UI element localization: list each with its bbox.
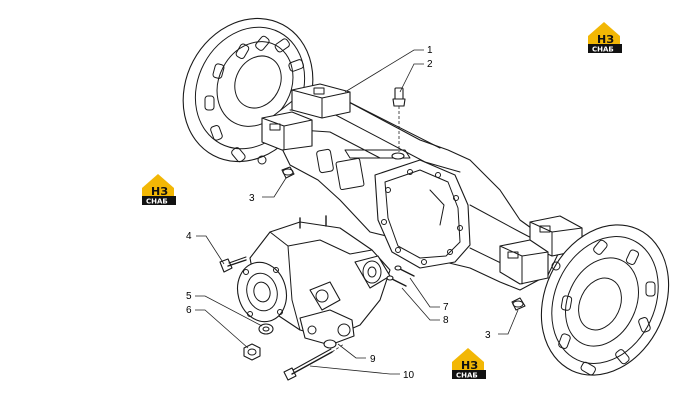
differential-carrier [237,215,391,346]
svg-text:НЗ: НЗ [597,33,614,46]
differential-housing-opening [374,159,471,269]
callout-4: 4 [186,231,192,242]
callout-10: 10 [403,370,415,381]
svg-text:СНАБ: СНАБ [456,372,478,380]
callout-3-left: 3 [249,193,255,204]
breather-fitting [391,87,406,160]
watermark-logo-bottom: НЗ СНАБ [452,348,486,380]
drain-plug-right [511,297,526,311]
svg-text:СНАБ: СНАБ [592,46,614,54]
callout-5: 5 [186,291,192,302]
bolt-4 [219,256,247,273]
right-flange [540,224,670,376]
callout-8: 8 [443,315,449,326]
watermark-logo-left: НЗ СНАБ [142,174,176,206]
drain-plug-left [281,166,295,179]
svg-text:НЗ: НЗ [151,185,168,198]
leader-lines [195,49,519,375]
right-spring-pad [499,215,583,285]
stud-8 [386,275,407,287]
watermark-logo-top-right: НЗ СНАБ [588,22,622,54]
svg-text:СНАБ: СНАБ [146,198,168,206]
callout-1: 1 [427,45,433,56]
callout-9: 9 [370,354,376,365]
left-spring-pad [261,83,351,151]
callout-labels: 1 2 3 3 4 5 6 7 8 9 10 [186,45,491,381]
nut-9 [323,339,337,349]
callout-3-right: 3 [485,330,491,341]
nut-5 [258,323,274,335]
callout-7: 7 [443,302,449,313]
stud-7 [394,265,415,277]
svg-text:НЗ: НЗ [461,359,478,372]
callout-6: 6 [186,305,192,316]
bolt-10 [283,343,345,381]
callout-2: 2 [427,59,433,70]
axle-housing [182,17,670,376]
